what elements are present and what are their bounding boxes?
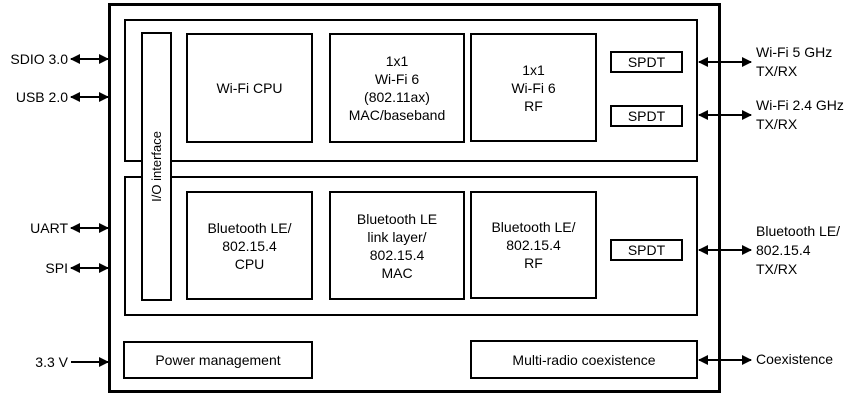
bt-rf-line: RF	[524, 255, 543, 271]
arrowhead-right-icon	[99, 92, 109, 102]
spdt-label: SPDT	[627, 108, 666, 124]
bidirectional-arrow-bt	[698, 245, 752, 255]
power-management-block: Power management	[123, 341, 313, 379]
bt-cpu-block: Bluetooth LE/ 802.15.4 CPU	[186, 191, 313, 300]
bidirectional-arrow-wifi-24ghz	[698, 110, 752, 120]
wifi-cpu-block: Wi-Fi CPU	[186, 33, 313, 143]
port-label-sdio: SDIO 3.0	[10, 51, 68, 67]
arrowhead-left-icon	[70, 54, 80, 64]
port-label-line: Wi-Fi 2.4 GHz	[756, 97, 844, 113]
bidirectional-arrow-wifi-5ghz	[698, 57, 752, 67]
bidirectional-arrow-coexistence	[698, 355, 752, 365]
arrowhead-left-icon	[70, 263, 80, 273]
wifi-mac-line: 1x1	[385, 53, 409, 69]
wifi-rf-line: RF	[524, 97, 543, 114]
bt-cpu-line: 802.15.4	[222, 237, 277, 254]
arrowhead-right-icon	[742, 57, 752, 67]
multi-radio-coexistence-block: Multi-radio coexistence	[470, 340, 698, 379]
spdt-switch-wifi-24ghz: SPDT	[610, 105, 683, 127]
bt-cpu-line: CPU	[234, 255, 265, 272]
wifi-mac-line: (802.11ax)	[364, 89, 430, 105]
spdt-switch-wifi-5ghz: SPDT	[610, 51, 683, 73]
port-label-line: TX/RX	[756, 63, 798, 79]
bidirectional-arrow-sdio	[70, 54, 109, 64]
port-label-uart: UART	[30, 220, 68, 236]
port-label-line: Coexistence	[756, 351, 834, 367]
bt-rf-block: Bluetooth LE/ 802.15.4 RF	[470, 191, 597, 299]
wifi-mac-line: MAC/baseband	[348, 107, 446, 123]
wifi-rf-line: 1x1	[522, 61, 545, 78]
port-label-bt-txrx: Bluetooth LE/ 802.15.4 TX/RX	[756, 222, 840, 279]
port-label-line: Wi-Fi 5 GHz	[756, 44, 833, 60]
port-label-line: Bluetooth LE/	[756, 223, 841, 239]
wifi-rf-block: 1x1 Wi-Fi 6 RF	[470, 33, 597, 142]
arrowhead-left-icon	[698, 245, 708, 255]
bt-rf-line: Bluetooth LE/	[491, 219, 576, 235]
bt-rf-line: 802.15.4	[506, 237, 561, 253]
port-label-line: TX/RX	[756, 261, 798, 277]
power-management-label: Power management	[155, 352, 281, 368]
io-interface-label: I/O interface	[149, 131, 164, 202]
io-interface-block: I/O interface	[141, 32, 172, 301]
arrowhead-left-icon	[698, 57, 708, 67]
bt-mac-block: Bluetooth LE link layer/ 802.15.4 MAC	[329, 191, 465, 300]
arrowhead-right-icon	[742, 110, 752, 120]
port-label-usb: USB 2.0	[15, 89, 68, 105]
arrowhead-left-icon	[698, 355, 708, 365]
bt-mac-line: MAC	[381, 264, 413, 281]
port-label-line: 802.15.4	[756, 242, 811, 258]
arrowhead-right-icon	[742, 355, 752, 365]
arrowhead-left-icon	[70, 92, 80, 102]
bt-cpu-line: Bluetooth LE/	[207, 219, 292, 236]
port-label-spi: SPI	[45, 260, 68, 276]
wifi-mac-line: Wi-Fi 6	[374, 71, 420, 87]
arrowhead-right-icon	[99, 223, 109, 233]
bt-mac-line: link layer/	[367, 228, 427, 245]
port-label-wifi-5ghz: Wi-Fi 5 GHz TX/RX	[756, 43, 832, 81]
arrowhead-right-icon	[99, 54, 109, 64]
spdt-label: SPDT	[627, 242, 666, 258]
arrowhead-right-icon	[99, 263, 109, 273]
bidirectional-arrow-spi	[70, 263, 109, 273]
spdt-switch-bt: SPDT	[610, 239, 683, 261]
arrowhead-right-icon	[742, 245, 752, 255]
input-arrow-3v3	[71, 357, 109, 367]
multi-radio-coexistence-label: Multi-radio coexistence	[512, 351, 656, 368]
wifi-cpu-label: Wi-Fi CPU	[216, 80, 283, 96]
arrowhead-right-icon	[99, 357, 109, 367]
bidirectional-arrow-usb	[70, 92, 109, 102]
wifi-rf-line: Wi-Fi 6	[511, 79, 556, 96]
arrowhead-left-icon	[70, 223, 80, 233]
port-label-coexistence: Coexistence	[756, 350, 833, 369]
port-label-line: TX/RX	[756, 116, 798, 132]
bt-mac-line: 802.15.4	[369, 246, 425, 263]
wifi-mac-baseband-block: 1x1 Wi-Fi 6 (802.11ax) MAC/baseband	[329, 33, 465, 143]
port-label-wifi-24ghz: Wi-Fi 2.4 GHz TX/RX	[756, 96, 844, 134]
spdt-label: SPDT	[627, 54, 666, 70]
arrowhead-left-icon	[698, 110, 708, 120]
bt-mac-line: Bluetooth LE	[356, 210, 438, 227]
port-label-3v3: 3.3 V	[35, 354, 68, 370]
bidirectional-arrow-uart	[70, 223, 109, 233]
